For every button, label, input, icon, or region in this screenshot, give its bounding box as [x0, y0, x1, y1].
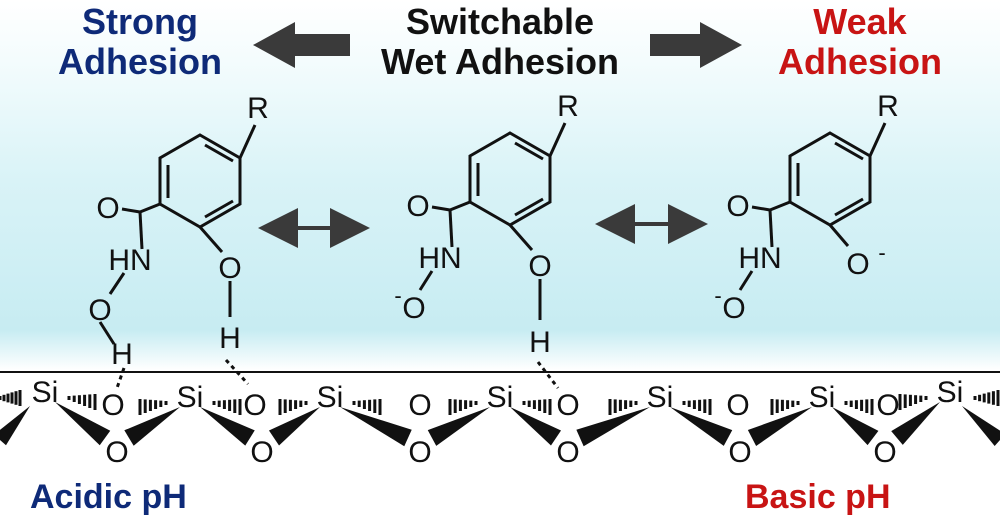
hydrogen-label: H: [529, 326, 551, 359]
wedge-bond: [268, 407, 320, 446]
carbonyl-oxygen: O: [406, 190, 429, 223]
phenoxide-label: O: [846, 248, 869, 281]
carbonyl-oxygen: O: [726, 190, 749, 223]
molecule-acidic: [98, 124, 257, 389]
wedge-bond: [891, 402, 940, 445]
hydrogen-label: H: [111, 338, 133, 371]
silicon-atom: Si: [487, 381, 514, 414]
wedge-bond: [55, 402, 111, 446]
arrow-left-icon: [253, 22, 350, 68]
wedge-bond: [340, 407, 412, 447]
wedge-bond: [832, 407, 879, 446]
silicon-atom: Si: [32, 376, 59, 409]
bridging-oxygen: O: [250, 436, 273, 469]
wedge-bond: [747, 407, 812, 446]
strong-adhesion-label: Strong Adhesion: [40, 2, 240, 82]
silicon-atom: Si: [647, 381, 674, 414]
wedge-bond: [576, 407, 650, 447]
negative-charge: -: [714, 283, 721, 308]
surface-oxygen: O: [408, 389, 431, 422]
amide-nh: HN: [418, 242, 461, 275]
bridging-oxygen: O: [408, 436, 431, 469]
negative-charge: -: [878, 240, 885, 265]
wedge-bond: [670, 407, 733, 446]
surface-oxygen: O: [243, 389, 266, 422]
wedge-bond: [200, 407, 255, 446]
wedge-bond: [427, 407, 490, 446]
wedge-bond: [510, 407, 562, 446]
weak-line-1: Weak: [813, 1, 907, 42]
oxyanion-label: O: [722, 292, 745, 325]
amide-nh: HN: [108, 244, 151, 277]
silicon-atom: Si: [317, 381, 344, 414]
surface-oxygen: O: [101, 389, 124, 422]
wedge-bond: [0, 406, 30, 446]
silicon-atom: Si: [809, 381, 836, 414]
bridging-oxygen: O: [728, 436, 751, 469]
basic-ph-label: Basic pH: [745, 478, 891, 516]
silicon-atom: Si: [177, 381, 204, 414]
weak-line-2: Adhesion: [777, 41, 942, 82]
surface-oxygen: O: [726, 389, 749, 422]
bridging-oxygen: O: [873, 436, 896, 469]
phenol-oxygen: O: [218, 252, 241, 285]
oxyanion-label: O: [402, 292, 425, 325]
title-line-2: Wet Adhesion: [380, 41, 619, 82]
phenol-oxygen: O: [528, 250, 551, 283]
amide-nh: HN: [738, 242, 781, 275]
carbonyl-oxygen: O: [96, 192, 119, 225]
wedge-bond: [962, 406, 1000, 446]
weak-adhesion-label: Weak Adhesion: [755, 2, 965, 82]
wedge-bond: [124, 407, 180, 446]
acidic-ph-label: Acidic pH: [30, 478, 187, 516]
surface-oxygen: O: [876, 389, 899, 422]
switchable-title: Switchable Wet Adhesion: [330, 2, 670, 82]
negative-charge: -: [394, 283, 401, 308]
bridging-oxygen: O: [556, 436, 579, 469]
r-group-label: R: [877, 90, 899, 123]
r-group-label: R: [247, 92, 269, 125]
bridging-oxygen: O: [105, 436, 128, 469]
strong-line-2: Adhesion: [57, 41, 222, 82]
hydroxyl-oxygen: O: [88, 294, 111, 327]
arrow-right-icon: [650, 22, 742, 68]
r-group-label: R: [557, 90, 579, 123]
strong-line-1: Strong: [82, 1, 198, 42]
molecule-basic: [738, 122, 887, 291]
silicon-atom: Si: [937, 376, 964, 409]
hydrogen-label: H: [219, 322, 241, 355]
surface-oxygen: O: [556, 389, 579, 422]
silica-surface: [0, 390, 1000, 447]
title-line-1: Switchable: [405, 1, 595, 42]
molecule-intermediate: [418, 122, 567, 389]
